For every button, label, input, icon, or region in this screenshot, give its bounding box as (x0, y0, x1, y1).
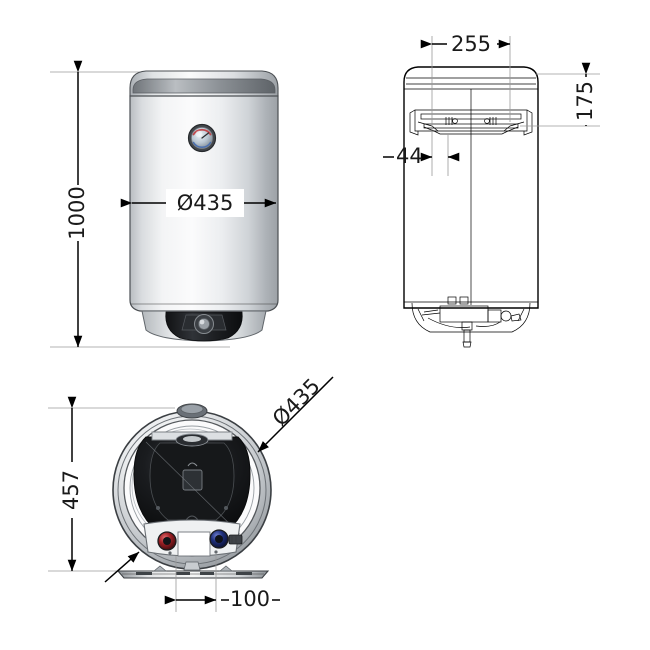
bottom-top-fitting-bore (183, 436, 201, 442)
valve-hose (427, 317, 471, 328)
bottom-top-nub-cap (180, 404, 204, 414)
thermometer-needle (201, 132, 210, 139)
valve-pipe-left (421, 312, 441, 316)
bracket-hole-left (452, 118, 458, 124)
thermometer-glare (195, 130, 203, 138)
valve-assembly (411, 296, 531, 348)
mounting-plate (116, 561, 270, 579)
bracket-hole-right (484, 118, 490, 124)
front-view: 1000 Ø435 (50, 60, 279, 348)
front-outlet-bore (198, 318, 210, 330)
valve-nipple-left (447, 296, 457, 305)
front-top-slit (132, 78, 276, 94)
bracket-right-hook (523, 109, 533, 136)
bracket-left-hook (409, 109, 419, 136)
bottom-center-boss (182, 469, 203, 491)
bottom-port-plate (177, 531, 211, 557)
bottom-diameter-leader-line (257, 376, 334, 453)
valve-shroud (411, 302, 531, 333)
bracket-body (414, 109, 528, 132)
bottom-panel-screw-left (168, 551, 172, 555)
bottom-diagonal-highlight (145, 441, 241, 535)
bottom-457-label-bg (58, 462, 86, 518)
bottom-panel-screw-right (214, 550, 218, 554)
side-view: 255 175 44 (383, 31, 600, 348)
mounting-plate-body (116, 570, 270, 579)
side-255-label-bg (447, 31, 497, 57)
bottom-100-label: 100 (230, 587, 270, 611)
bottom-boss-bracket (187, 462, 198, 467)
valve-nipple-right (459, 296, 469, 305)
side-44-label: 44 (396, 144, 423, 168)
bottom-panel-handle (185, 515, 199, 521)
hot-water-port-bore (163, 537, 171, 545)
plate-slot-2 (176, 572, 190, 575)
plate-slot-3 (200, 572, 214, 575)
side-body-outline (403, 66, 539, 309)
side-255-label: 255 (451, 32, 491, 56)
bottom-side-connector (228, 534, 243, 545)
bottom-shell-leader-arrow (104, 551, 140, 583)
thermometer-hot-arc (192, 128, 212, 136)
front-height-label-bg (64, 185, 93, 241)
valve-hose-right (475, 321, 501, 327)
bottom-view: 457 Ø435 100 (48, 374, 334, 612)
side-175-label: 175 (573, 81, 597, 121)
front-outlet-highlight (199, 319, 205, 325)
front-diameter-label-bg (166, 189, 244, 217)
side-175-label-bg (573, 77, 600, 125)
valve-outlet-elbow (510, 313, 522, 322)
bottom-screw-left (156, 506, 160, 510)
shroud-rib-right (517, 308, 525, 322)
plate-tab-right (219, 565, 233, 572)
plate-tab-left (153, 565, 167, 572)
bottom-screw-right (224, 506, 228, 510)
plate-tab-center (183, 561, 201, 571)
bracket-top-rail (420, 113, 522, 120)
valve-drain-tip (462, 341, 472, 348)
front-height-label: 1000 (65, 186, 89, 239)
plate-slot-4 (236, 572, 252, 575)
bottom-457-label: 457 (59, 470, 83, 510)
front-diameter-label: Ø435 (177, 191, 234, 215)
cold-water-port-bore (215, 535, 223, 543)
plate-slot-1 (136, 572, 152, 575)
shroud-rib-left (417, 308, 425, 322)
bracket-brace-right (503, 121, 525, 132)
bracket-lower-rail (423, 123, 519, 129)
valve-pipe-left-2 (423, 309, 439, 313)
thermometer-cold-arc (192, 141, 212, 148)
